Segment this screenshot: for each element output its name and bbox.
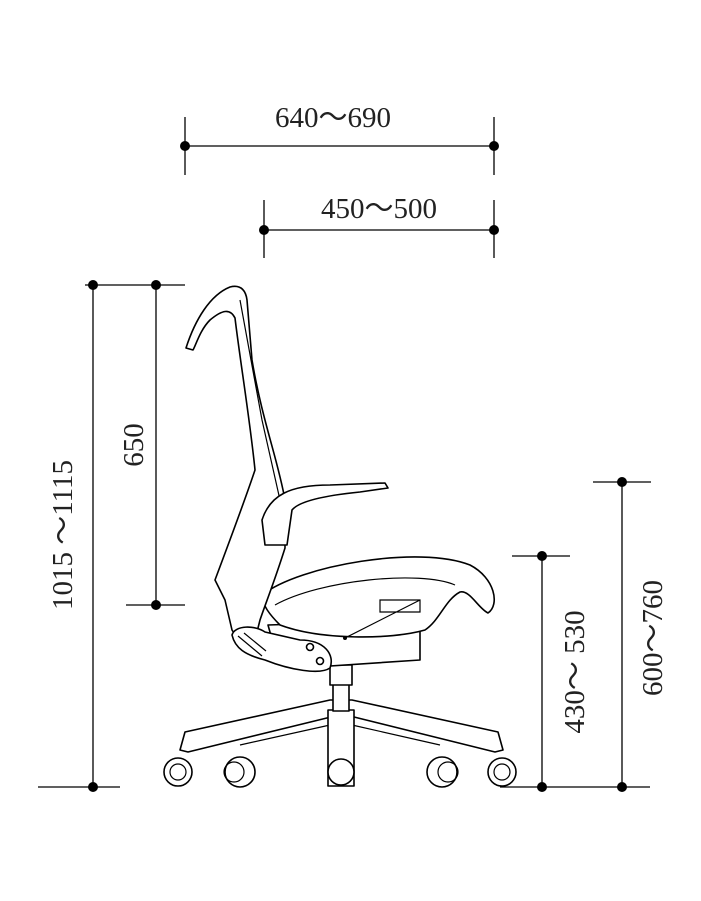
seat-height-label: 430～ 530	[559, 610, 591, 733]
dimension-overall-depth: 640～690	[180, 102, 499, 175]
overall-height-label: 1015 ～1115	[47, 460, 79, 610]
dimension-seat-depth: 450～500	[259, 193, 499, 258]
backrest-height-label: 650	[118, 423, 150, 467]
dimension-backrest-height: 650	[118, 280, 185, 610]
casters	[163, 756, 517, 788]
dimension-overall-height: 1015 ～1115	[38, 280, 185, 792]
overall-depth-label: 640～690	[275, 102, 391, 134]
dimension-seat-height: 430～ 530	[500, 551, 650, 792]
dimension-armrest-height: 600～760	[593, 477, 669, 792]
seat-depth-label: 450～500	[321, 193, 437, 225]
office-chair-side-view	[163, 285, 517, 788]
armrest-height-label: 600～760	[637, 580, 669, 696]
